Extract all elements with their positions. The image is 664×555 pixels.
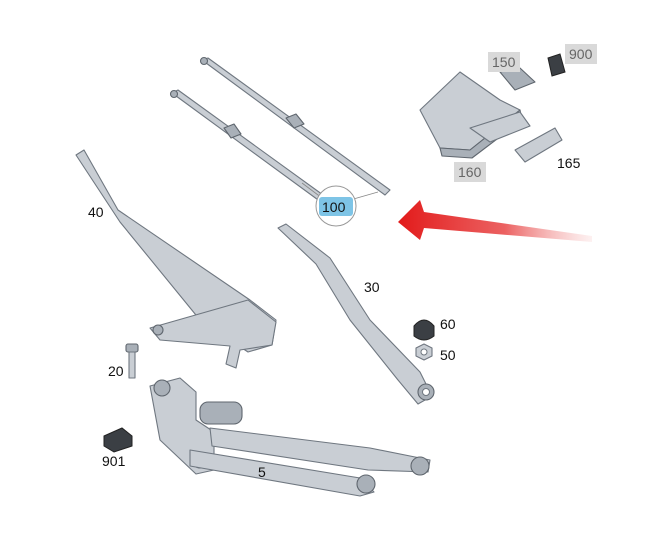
wiper-blade-short [169,89,331,206]
wiper-blade-long [199,56,391,196]
cover-cap [413,319,435,341]
label-30: 30 [364,279,380,295]
red-pointer-arrow [398,200,592,242]
tag-bg-900 [565,44,597,64]
label-40: 40 [88,204,104,220]
highlight-fill-100 [319,197,353,216]
label-5: 5 [258,464,266,480]
label-60: 60 [440,316,456,332]
tag-bg-150 [488,52,520,72]
sensor-cover-assembly [419,53,566,163]
wiper-arm-left [75,149,277,369]
label-20: 20 [108,363,124,379]
label-900: 900 [569,46,593,62]
label-50: 50 [440,347,456,363]
label-901: 901 [102,453,126,469]
mounting-bolt [125,343,139,379]
wiper-arm-right [277,223,435,405]
electrical-connector [103,427,133,453]
tag-bg-160 [454,162,486,182]
label-150: 150 [492,54,516,70]
label-100: 100 [322,199,346,215]
wiper-linkage-motor [149,377,431,497]
label-160: 160 [458,164,482,180]
label-165: 165 [557,155,581,171]
hex-nut [415,343,433,361]
